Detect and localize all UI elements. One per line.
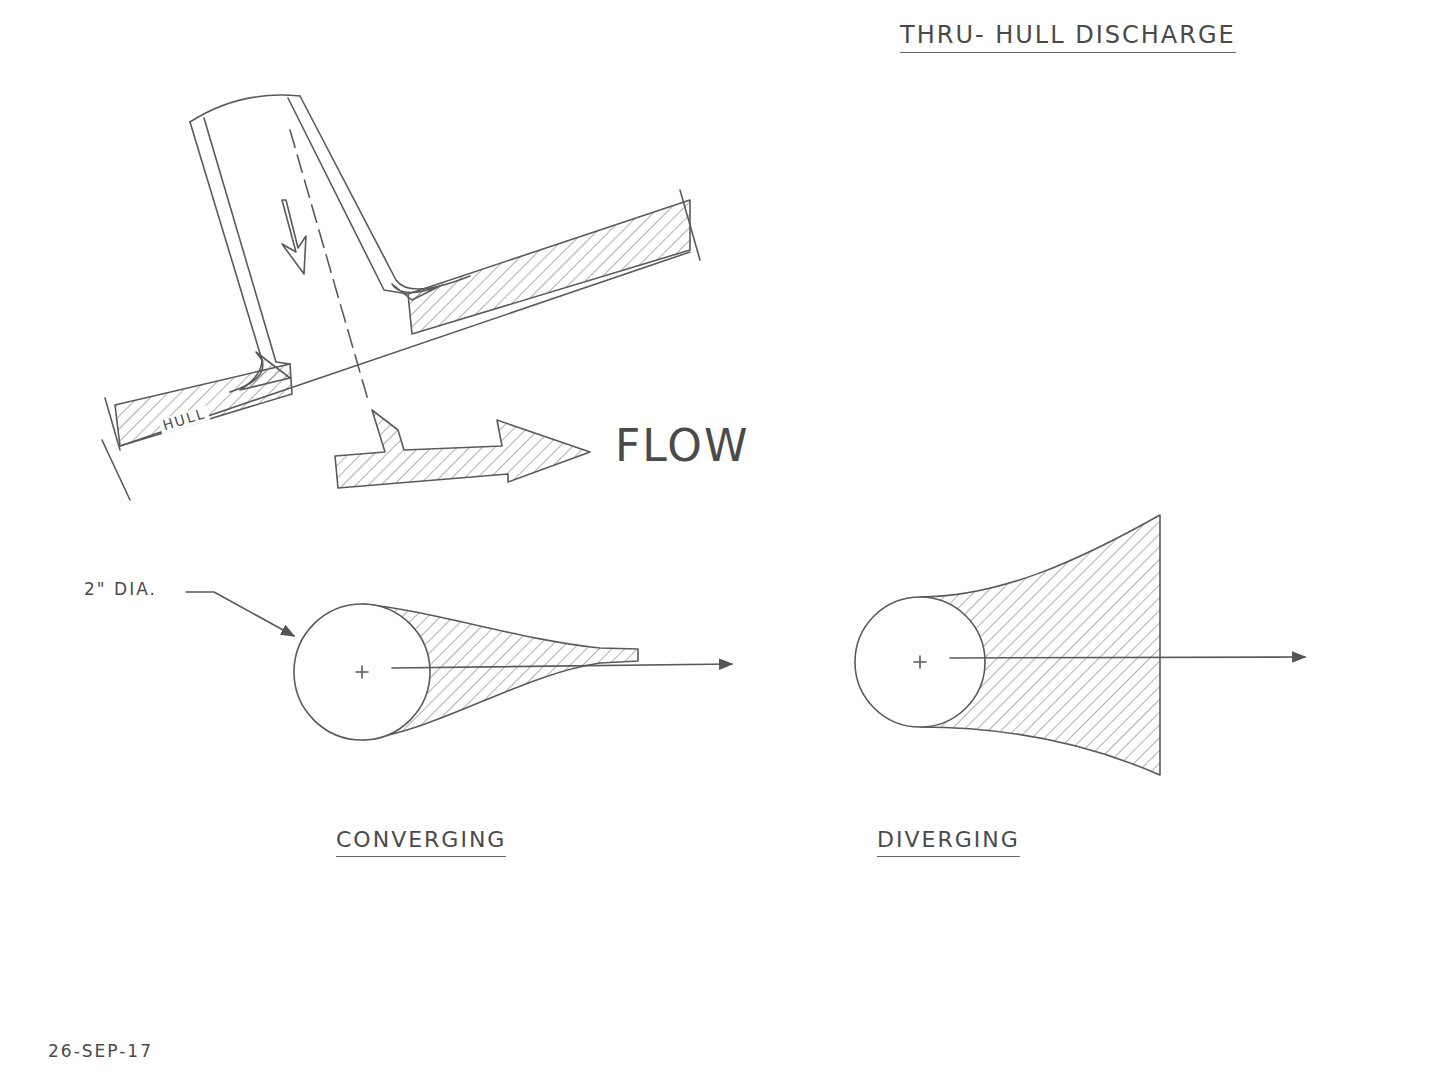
pipe-wall: [190, 122, 263, 392]
pipe-wall: [300, 96, 470, 289]
break-line: [680, 190, 700, 260]
caption-label: CONVERGING: [336, 828, 506, 857]
pipe-circle: [294, 604, 430, 740]
pipe-wall: [204, 118, 290, 364]
hull-skin: [120, 252, 690, 446]
dimension: 2" DIA.: [84, 580, 157, 599]
caption-label: DIVERGING: [877, 828, 1020, 857]
pipe-circle: [855, 597, 985, 727]
flow-label: FLOW: [615, 422, 749, 470]
flow-direction: [950, 657, 1305, 658]
fillet: [240, 352, 290, 390]
center-mark: [356, 666, 368, 678]
date-note: 26-SEP-17: [48, 1042, 153, 1061]
break-line: [102, 398, 130, 500]
flow-arrow-small: [282, 200, 306, 274]
pipe-wall: [288, 98, 408, 294]
flow-direction: [392, 664, 732, 668]
pipe-end: [190, 95, 300, 122]
flow-arrow: [335, 410, 590, 488]
fillet: [392, 284, 440, 300]
title: THRU- HULL DISCHARGE: [900, 22, 1236, 53]
center-mark: [914, 656, 926, 668]
leader-line: [186, 592, 294, 636]
